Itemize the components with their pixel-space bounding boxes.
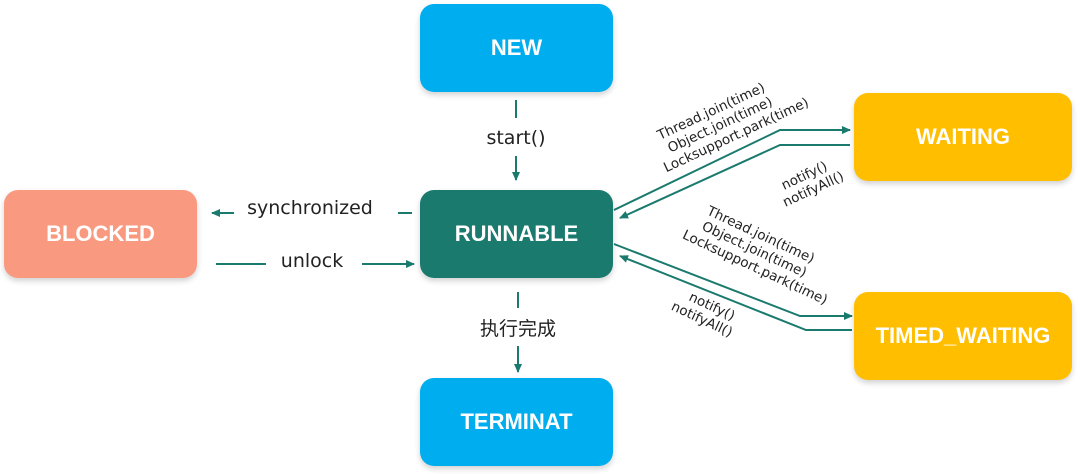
state-timed-waiting-label: TIMED_WAITING (875, 323, 1051, 348)
from-timed-waiting-arrow (619, 255, 852, 331)
state-blocked: BLOCKED (4, 190, 197, 278)
state-runnable-label: RUNNABLE (454, 221, 579, 246)
state-timed-waiting: TIMED_WAITING (854, 292, 1072, 380)
state-blocked-label: BLOCKED (46, 221, 155, 246)
start-label: start() (486, 127, 545, 149)
from-waiting-label: notify() notifyAll() (773, 154, 846, 211)
unlock-label: unlock (281, 250, 343, 272)
state-new: NEW (420, 4, 613, 92)
from-timed-waiting-label: notify() notifyAll() (669, 284, 742, 341)
state-runnable: RUNNABLE (420, 190, 613, 278)
to-waiting-arrow (613, 126, 851, 211)
from-waiting-arrow (619, 144, 850, 219)
state-waiting: WAITING (854, 93, 1072, 181)
state-terminated-label: TERMINAT (460, 409, 573, 434)
to-waiting-label: Thread.join(time) Object.join(time) Lock… (648, 66, 812, 176)
state-new-label: NEW (490, 35, 543, 60)
synchronized-label: synchronized (247, 197, 373, 219)
done-label: 执行完成 (480, 318, 556, 340)
state-waiting-label: WAITING (915, 124, 1011, 149)
to-timed-waiting-label: Thread.join(time) Object.join(time) Lock… (680, 198, 844, 308)
to-timed-waiting-arrow (613, 243, 853, 320)
state-terminated: TERMINAT (420, 378, 613, 466)
